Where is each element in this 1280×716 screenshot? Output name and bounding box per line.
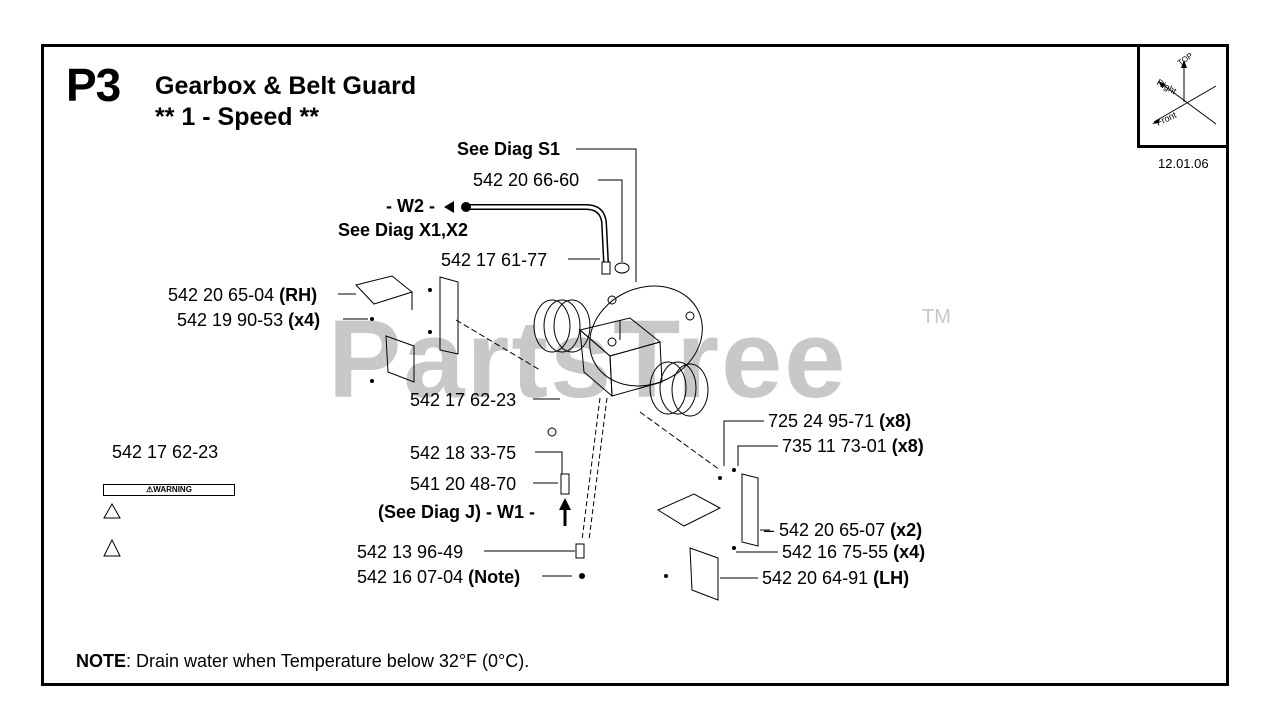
label-542-16-07-04: 542 16 07-04 (Note) — [357, 567, 521, 587]
label-see-diag-x1x2: See Diag X1,X2 — [338, 220, 469, 240]
label-542-17-61-77: 542 17 61-77 — [441, 250, 548, 270]
diagram-date: 12.01.06 — [1158, 156, 1209, 171]
decal-part-number: 542 17 62-23 — [112, 442, 219, 462]
label-542-20-64-91: 542 20 64-91 (LH) — [762, 568, 910, 588]
label-541-20-48-70: 541 20 48-70 — [410, 474, 517, 494]
orientation-box: TOP Right Front — [1137, 44, 1229, 148]
page-id: P3 — [66, 59, 121, 111]
watermark-tm: TM — [922, 306, 951, 328]
orientation-axes-icon: TOP Right Front — [1152, 51, 1217, 128]
label-see-diag-s1: See Diag S1 — [457, 139, 561, 159]
label-542-16-75-55: 542 16 75-55 (x4) — [782, 542, 926, 562]
label-542-20-65-04: 542 20 65-04 (RH) — [168, 285, 318, 305]
label-w2: - W2 - — [386, 196, 435, 216]
label-542-18-33-75: 542 18 33-75 — [410, 443, 517, 463]
page-title: Gearbox & Belt Guard — [155, 72, 417, 100]
label-542-19-90-53: 542 19 90-53 (x4) — [177, 310, 321, 330]
label-735-11-73-01: 735 11 73-01 (x8) — [782, 436, 924, 456]
label-725-24-95-71: 725 24 95-71 (x8) — [768, 411, 912, 431]
page-subtitle: ** 1 - Speed ** — [155, 103, 319, 131]
decal-warning-bar: ⚠WARNING — [103, 484, 235, 496]
label-542-13-96-49: 542 13 96-49 — [357, 542, 464, 562]
label-see-diag-j-w1: (See Diag J) - W1 - — [378, 502, 536, 522]
label-542-17-62-23: 542 17 62-23 — [410, 390, 517, 410]
diagram-frame — [41, 44, 1229, 686]
warning-icon: ⚠ — [146, 485, 154, 494]
note-text: NOTE: Drain water when Temperature below… — [76, 651, 530, 671]
label-542-20-66-60: 542 20 66-60 — [473, 170, 580, 190]
label-542-20-65-07: – 542 20 65-07 (x2) — [764, 520, 923, 540]
